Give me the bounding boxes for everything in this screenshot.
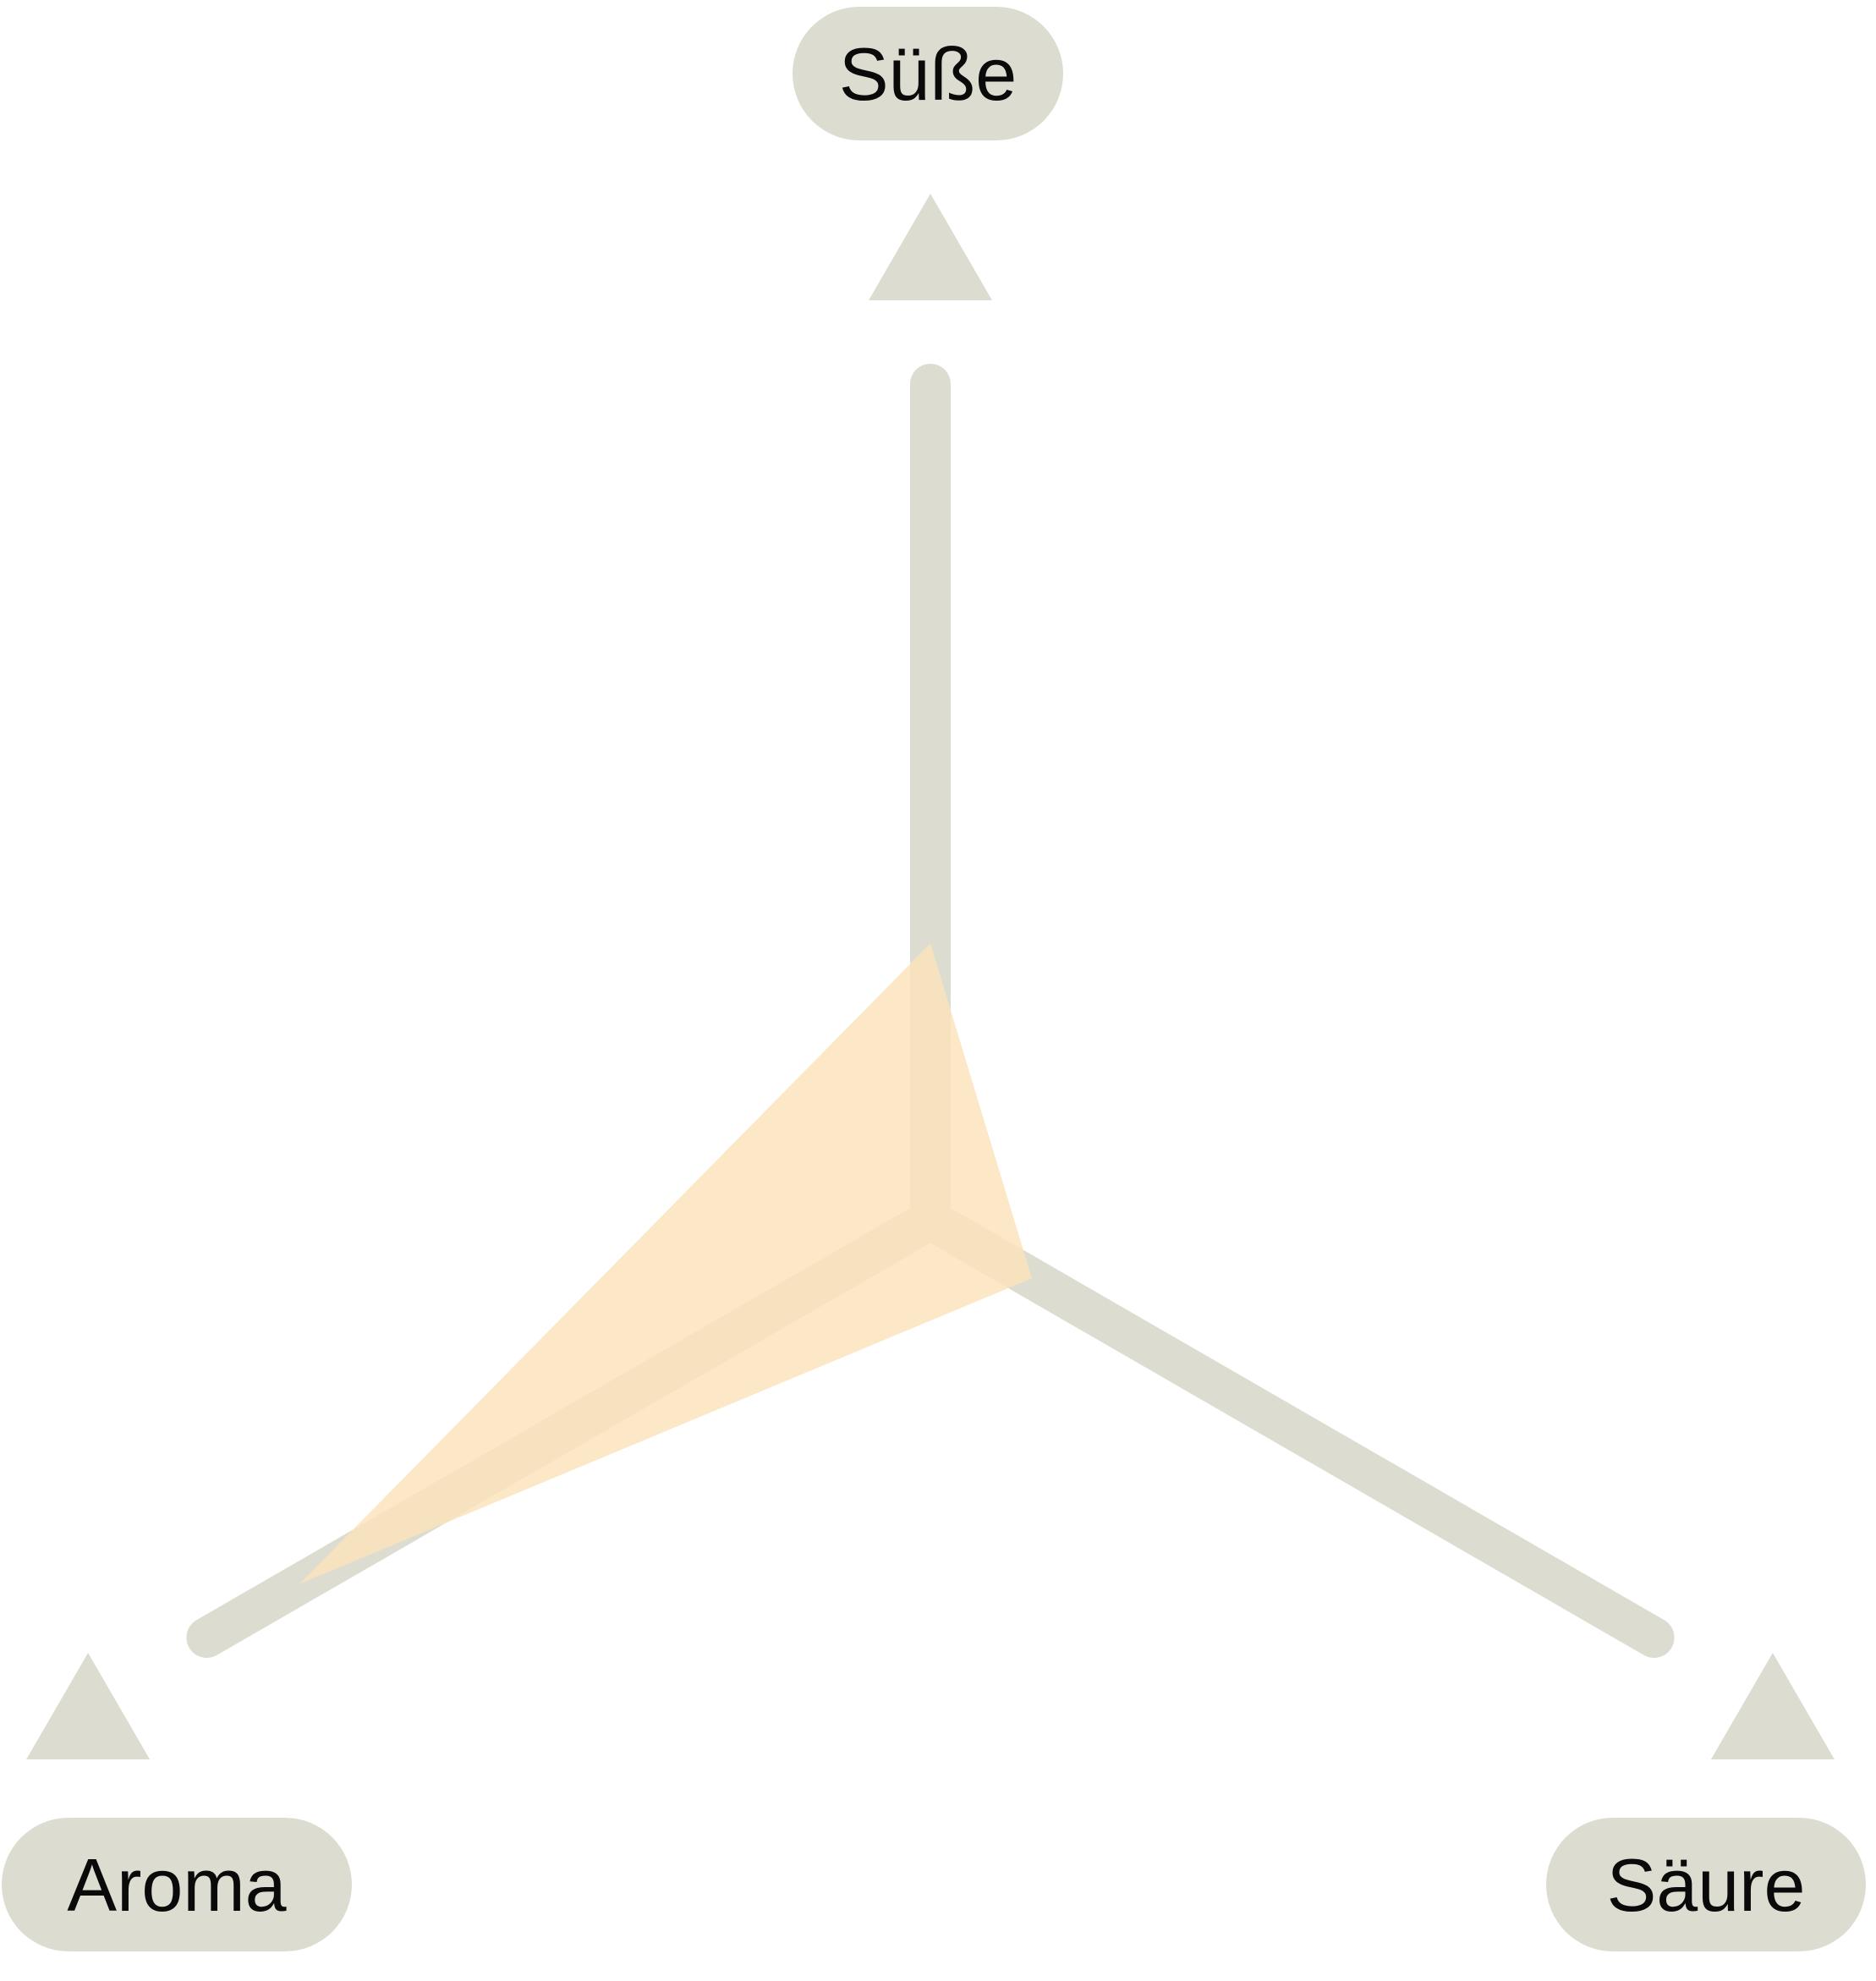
- data-area: [299, 943, 1033, 1584]
- axis-label-aroma: Aroma: [2, 1818, 352, 1951]
- axis-arrow-aroma: [26, 1653, 151, 1759]
- data-area-layer: [299, 943, 1033, 1584]
- axis-label-text: Säure: [1607, 1843, 1806, 1927]
- axis-label-text: Aroma: [67, 1843, 286, 1927]
- axis-label-pill: [2, 1818, 352, 1951]
- axis-label-saeure: Säure: [1546, 1818, 1866, 1951]
- axis-label-pill: [793, 7, 1063, 140]
- axis-arrow-suesse: [869, 194, 992, 300]
- axis-labels-layer: Süße Säure Aroma: [2, 7, 1866, 1951]
- axis-arrow-saeure: [1710, 1653, 1835, 1759]
- axis-line-saeure: [910, 1199, 1675, 1658]
- axis-label-pill: [1546, 1818, 1866, 1951]
- axis-label-text: Süße: [839, 32, 1017, 116]
- axis-label-suesse: Süße: [793, 7, 1063, 140]
